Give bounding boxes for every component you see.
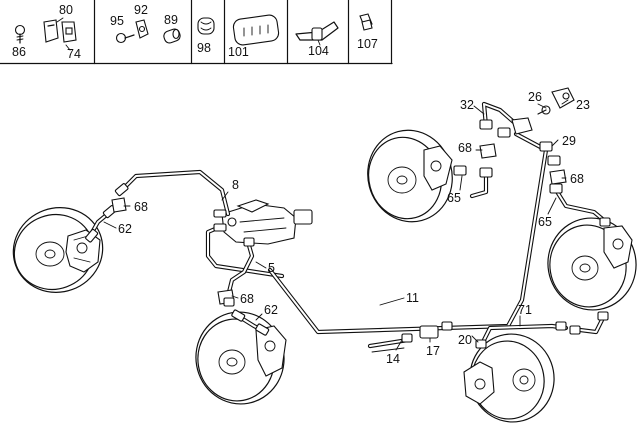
legend-part-clip-80-icon	[43, 19, 59, 43]
callout-29: 29	[562, 134, 576, 148]
callout-62-left: 62	[118, 222, 132, 236]
legend-label-98: 98	[197, 41, 211, 55]
legend-label-89: 89	[164, 13, 178, 27]
callout-68-upper: 68	[458, 141, 472, 155]
brake-line-fittings	[85, 87, 611, 349]
legend-part-cable-tie-104-icon	[295, 21, 339, 41]
rear-right-brake-disc-icon	[547, 217, 637, 311]
legend-strip	[0, 0, 393, 65]
front-right-brake-disc-icon	[367, 129, 453, 223]
callout-23: 23	[576, 98, 590, 112]
legend-part-bracket-74-icon	[61, 21, 77, 43]
callout-11: 11	[406, 291, 419, 305]
callout-62-center: 62	[264, 303, 278, 317]
legend-label-74: 74	[67, 47, 81, 61]
callout-68-right: 68	[570, 172, 584, 186]
legend-label-107: 107	[357, 37, 378, 51]
brake-master-cylinder-icon	[221, 199, 313, 245]
callout-20: 20	[458, 333, 472, 347]
legend-part-clip-101-icon	[232, 14, 280, 46]
legend-label-92: 92	[134, 3, 148, 17]
legend-part-grommet-98-icon	[197, 17, 215, 35]
callout-5: 5	[268, 261, 275, 275]
callout-32: 32	[460, 98, 474, 112]
callout-68-left: 68	[134, 200, 148, 214]
callout-leader-lines	[103, 99, 569, 351]
legend-label-101: 101	[228, 45, 249, 59]
front-left-brake-disc-icon	[12, 207, 104, 293]
legend-part-screw-95-icon	[115, 32, 135, 44]
rear-left-brake-disc-icon	[195, 311, 287, 405]
callout-17: 17	[426, 344, 440, 358]
callout-8: 8	[232, 178, 239, 192]
legend-label-95: 95	[110, 14, 124, 28]
legend-part-clamp-92-icon	[135, 19, 149, 39]
legend-part-grommet-89-icon	[163, 28, 181, 44]
callout-68-center: 68	[240, 292, 254, 306]
legend-label-80: 80	[59, 3, 73, 17]
legend-label-104: 104	[308, 44, 329, 58]
legend-part-holder-107-icon	[359, 13, 373, 31]
rear-axle-brake-disc-icon	[463, 333, 555, 423]
legend-part-screw-86-icon	[14, 24, 26, 44]
legend-label-86: 86	[12, 45, 26, 59]
callout-14: 14	[386, 352, 400, 366]
callout-65-upper: 65	[447, 191, 461, 205]
callout-65-right: 65	[538, 215, 552, 229]
callout-26: 26	[528, 90, 542, 104]
callout-71: 71	[518, 303, 532, 317]
